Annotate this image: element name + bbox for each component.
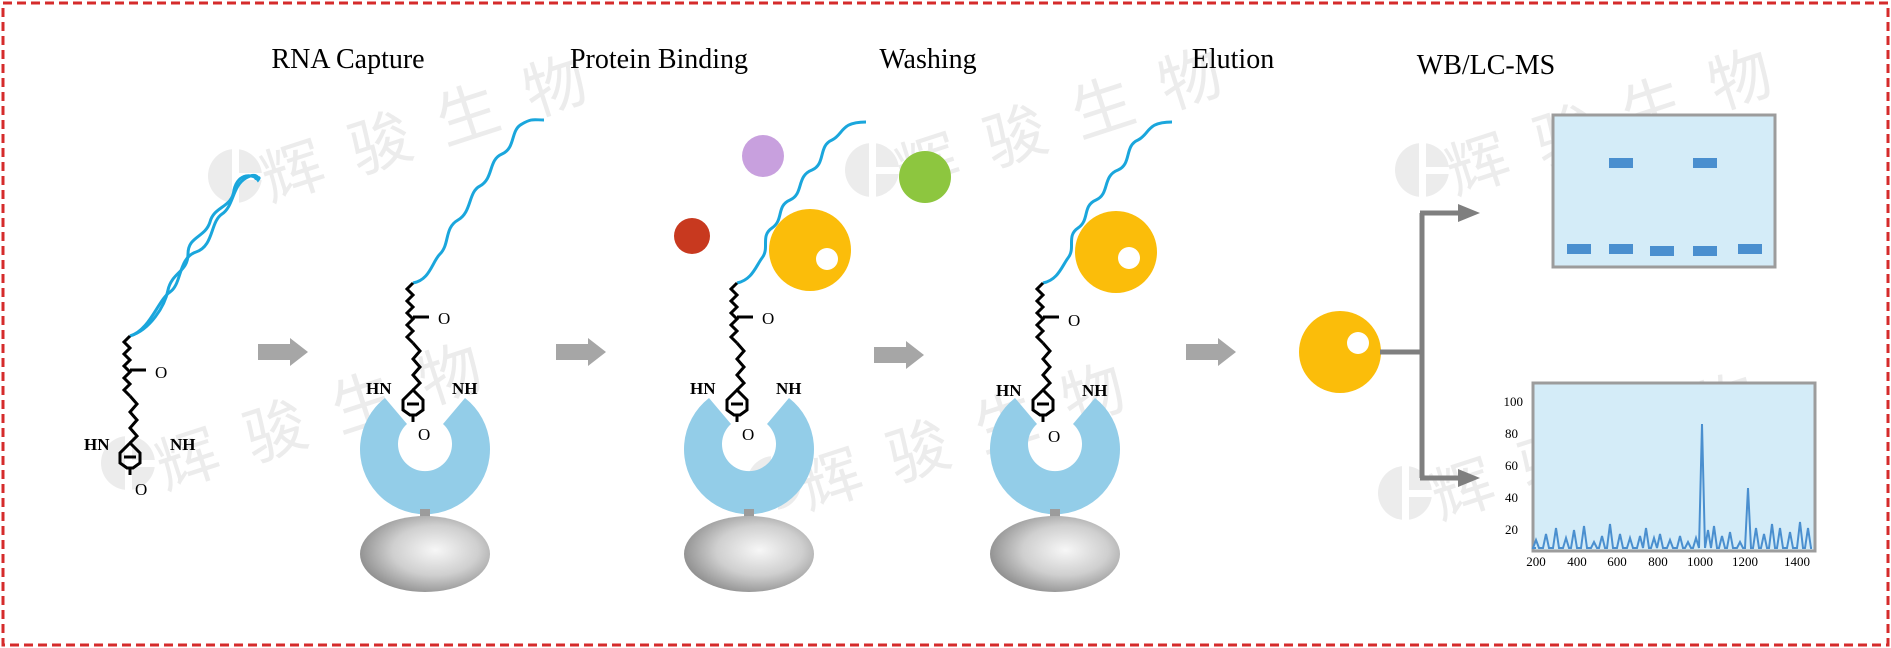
analysis-branch	[1380, 210, 1462, 481]
wb-band	[1609, 244, 1633, 254]
rna-probe-free: HN NH O O	[84, 173, 261, 499]
captured-probe: HN NH O O	[360, 118, 545, 592]
ms-y-tick-60: 60	[1505, 458, 1518, 473]
wb-band	[1693, 246, 1717, 256]
ms-y-tick-80: 80	[1505, 426, 1518, 441]
branch-arrowhead-wb	[1458, 204, 1480, 222]
nonspecific-protein-red	[674, 218, 710, 254]
arrow-3	[874, 341, 924, 369]
nh-label-2: NH	[452, 379, 478, 398]
target-protein-washed	[1075, 211, 1157, 293]
nh-label-1: NH	[170, 435, 196, 454]
rna-strand-2	[412, 118, 545, 285]
nonspecific-protein-purple	[742, 135, 784, 177]
step-title-elution: Elution	[1192, 44, 1274, 75]
protein-binding-complex: HN NH O O	[674, 120, 951, 592]
arrow-4	[1186, 338, 1236, 366]
ms-x-tick-1400: 1400	[1784, 554, 1810, 569]
step-title-washing: Washing	[879, 44, 976, 75]
ms-x-tick-1200: 1200	[1732, 554, 1758, 569]
step-title-wb-lcms: WB/LC-MS	[1417, 50, 1555, 81]
ms-y-tick-100: 100	[1504, 394, 1524, 409]
wb-band	[1567, 244, 1591, 254]
eluted-protein	[1299, 311, 1381, 393]
rna-strand-4	[1042, 120, 1173, 285]
ms-y-tick-20: 20	[1505, 522, 1518, 537]
wb-band	[1738, 244, 1762, 254]
ms-x-tick-1000: 1000	[1687, 554, 1713, 569]
hn-label-3: HN	[690, 379, 716, 398]
step-title-rna-capture: RNA Capture	[271, 44, 424, 75]
hn-label-4: HN	[996, 381, 1022, 400]
lc-ms-spectrum-panel: 100 80 60 40 20 200 400 600 800 1000 120…	[1504, 381, 1817, 569]
o-label-4a: O	[1068, 311, 1080, 330]
o-label-3b: O	[742, 425, 754, 444]
ms-y-tick-40: 40	[1505, 490, 1518, 505]
nonspecific-protein-green	[899, 151, 951, 203]
ms-x-tick-200: 200	[1526, 554, 1546, 569]
wb-bands	[1567, 158, 1762, 256]
western-blot-panel	[1551, 113, 1777, 269]
o-label-1a: O	[155, 363, 167, 382]
o-label-1b: O	[135, 480, 147, 499]
ms-x-tick-600: 600	[1607, 554, 1627, 569]
washed-complex: HN NH O O	[990, 120, 1173, 592]
target-protein	[769, 209, 851, 291]
nh-label-3: NH	[776, 379, 802, 398]
rna-strand	[129, 174, 261, 338]
step-title-protein-binding: Protein Binding	[570, 44, 748, 75]
o-label-4b: O	[1048, 427, 1060, 446]
wb-band	[1693, 158, 1717, 168]
nh-label-4: NH	[1082, 381, 1108, 400]
ms-spectrum-trace	[1531, 423, 1812, 549]
hn-label-1: HN	[84, 435, 110, 454]
arrow-1	[258, 338, 308, 366]
arrow-2	[556, 338, 606, 366]
o-label-2b: O	[418, 425, 430, 444]
branch-arrowhead-ms	[1458, 469, 1480, 487]
wb-band	[1609, 158, 1633, 168]
ms-x-tick-800: 800	[1648, 554, 1668, 569]
o-label-3a: O	[762, 309, 774, 328]
ms-x-tick-400: 400	[1567, 554, 1587, 569]
wb-band	[1650, 246, 1674, 256]
hn-label-2: HN	[366, 379, 392, 398]
rna-strand-3	[736, 120, 867, 285]
o-label-2a: O	[438, 309, 450, 328]
